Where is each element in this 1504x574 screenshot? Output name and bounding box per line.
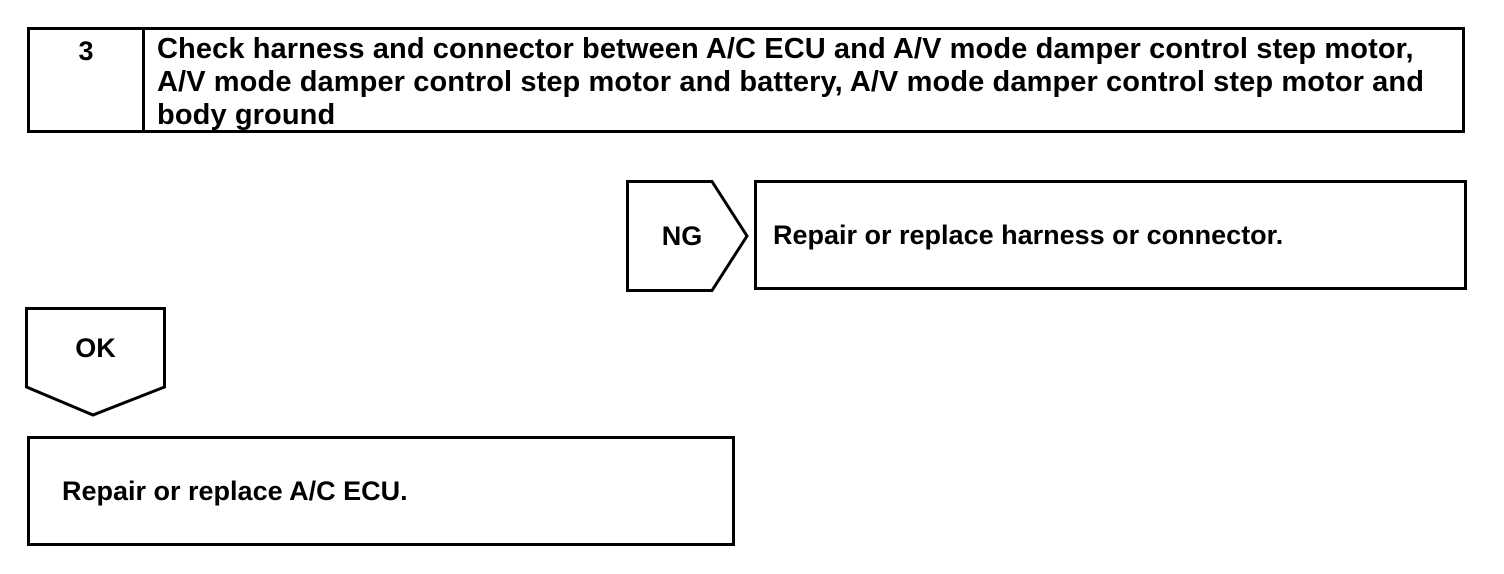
ng-result-text: Repair or replace harness or connector. [773, 220, 1284, 250]
ng-result-box: Repair or replace harness or connector. [754, 180, 1467, 290]
ok-result-text: Repair or replace A/C ECU. [62, 476, 408, 506]
step-number: 3 [30, 30, 145, 130]
right-arrow-tag-shape [626, 180, 749, 292]
ok-branch-arrow: OK [25, 307, 166, 419]
ok-result-box: Repair or replace A/C ECU. [27, 436, 735, 546]
down-arrow-tag-shape [25, 307, 166, 417]
ng-label: NG [661, 221, 703, 251]
step-instruction: Check harness and connector between A/C … [157, 33, 1425, 131]
ng-branch-arrow: NG [626, 180, 750, 292]
step-box: 3 Check harness and connector between A/… [27, 27, 1465, 133]
ok-label: OK [75, 333, 116, 363]
